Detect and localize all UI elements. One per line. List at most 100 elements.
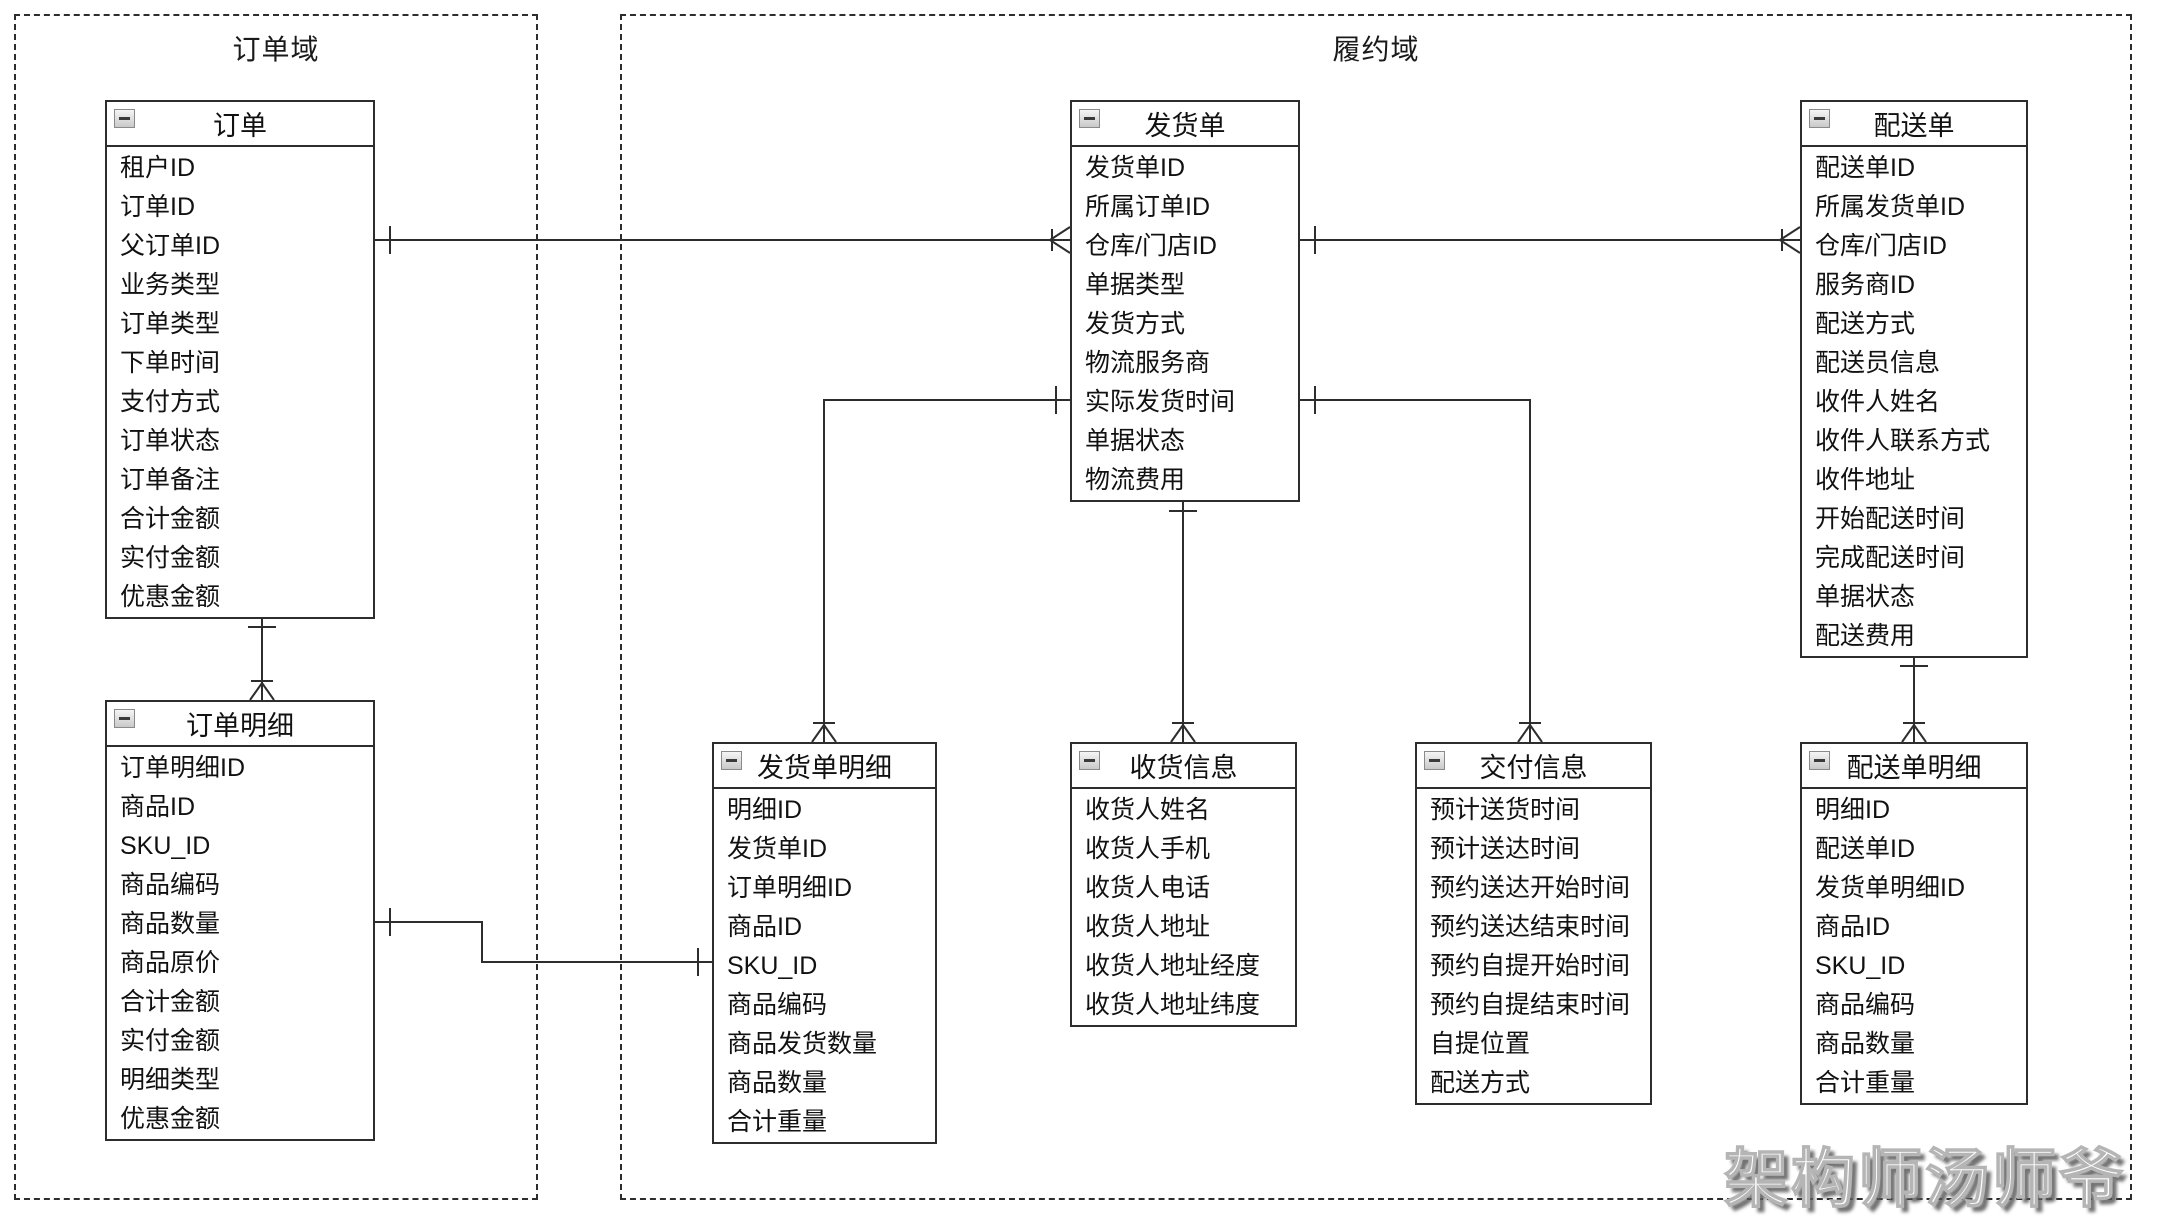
entity-field: 单据状态 bbox=[1085, 427, 1186, 455]
entity-title: 交付信息 bbox=[1479, 753, 1588, 783]
entity-field: 合计重量 bbox=[727, 1108, 828, 1136]
entity-field: 实付金额 bbox=[120, 1027, 221, 1055]
entity-field: 商品编码 bbox=[727, 991, 828, 1019]
entity-field: 配送方式 bbox=[1430, 1069, 1531, 1097]
entity-header: 收货信息 bbox=[1072, 744, 1295, 789]
entity-field: 商品数量 bbox=[727, 1069, 828, 1097]
entity-field: 收件地址 bbox=[1815, 466, 1916, 494]
entity-header: 发货单明细 bbox=[714, 744, 935, 789]
entity-field: 实付金额 bbox=[120, 544, 221, 572]
entity-header: 订单明细 bbox=[107, 702, 373, 747]
domain-title-fulfillment: 履约域 bbox=[1332, 34, 1420, 65]
entity-field: 下单时间 bbox=[120, 349, 221, 377]
entity-field: 完成配送时间 bbox=[1815, 544, 1966, 572]
collapse-icon[interactable] bbox=[1809, 751, 1830, 770]
entity-field: 单据状态 bbox=[1815, 583, 1916, 611]
entity-field: 合计重量 bbox=[1815, 1069, 1916, 1097]
entity-field: 仓库/门店ID bbox=[1815, 232, 1947, 260]
entity-field: 配送单ID bbox=[1815, 835, 1916, 863]
entity-title: 订单明细 bbox=[186, 711, 294, 741]
entity-field: 商品编码 bbox=[1815, 991, 1916, 1019]
entity-field: 合计金额 bbox=[120, 505, 221, 533]
entity-field: 配送员信息 bbox=[1815, 349, 1941, 377]
entity-field: 发货单ID bbox=[1085, 154, 1186, 182]
entity-delivery-info[interactable]: 交付信息 预计送货时间预计送达时间预约送达开始时间预约送达结束时间预约自提开始时… bbox=[1415, 742, 1652, 1105]
entity-receiving-info[interactable]: 收货信息 收货人姓名收货人手机收货人电话收货人地址收货人地址经度收货人地址纬度 bbox=[1070, 742, 1297, 1027]
entity-field: 预约自提结束时间 bbox=[1430, 991, 1631, 1019]
entity-field: 仓库/门店ID bbox=[1085, 232, 1217, 260]
entity-header: 订单 bbox=[107, 102, 373, 147]
collapse-icon[interactable] bbox=[1079, 109, 1100, 128]
entity-header: 配送单明细 bbox=[1802, 744, 2026, 789]
entity-field: 收货人地址 bbox=[1085, 913, 1211, 941]
entity-field: 发货方式 bbox=[1085, 310, 1186, 338]
entity-field: 发货单明细ID bbox=[1815, 874, 1966, 902]
entity-field: 物流费用 bbox=[1085, 466, 1186, 494]
entity-field: 订单状态 bbox=[120, 427, 221, 455]
collapse-icon[interactable] bbox=[1809, 109, 1830, 128]
entity-title: 发货单 bbox=[1144, 111, 1226, 141]
entity-field: 合计金额 bbox=[120, 988, 221, 1016]
entity-title: 配送单 bbox=[1873, 111, 1955, 141]
entity-title: 配送单明细 bbox=[1846, 753, 1982, 783]
entity-title: 收货信息 bbox=[1129, 753, 1238, 783]
entity-title: 订单 bbox=[213, 111, 267, 141]
collapse-icon[interactable] bbox=[1424, 751, 1445, 770]
domain-fulfillment: 履约域 bbox=[620, 14, 2132, 1200]
entity-field: 收货人地址纬度 bbox=[1085, 991, 1261, 1019]
entity-field: 单据类型 bbox=[1085, 271, 1186, 299]
entity-header: 配送单 bbox=[1802, 102, 2026, 147]
entity-field: 商品编码 bbox=[120, 871, 221, 899]
entity-field: 支付方式 bbox=[120, 388, 221, 416]
entity-field: 订单明细ID bbox=[727, 874, 853, 902]
entity-field: 订单明细ID bbox=[120, 754, 246, 782]
entity-field: 商品ID bbox=[727, 913, 803, 941]
entity-title: 发货单明细 bbox=[757, 753, 892, 783]
entity-field: 优惠金额 bbox=[120, 1105, 221, 1133]
entity-field: 配送方式 bbox=[1815, 310, 1916, 338]
entity-field: 收件人联系方式 bbox=[1815, 427, 1991, 455]
entity-field: 预计送货时间 bbox=[1430, 796, 1581, 824]
entity-field: 配送费用 bbox=[1815, 622, 1916, 650]
entity-field: 收件人姓名 bbox=[1815, 388, 1941, 416]
entity-field: 收货人手机 bbox=[1085, 835, 1211, 863]
domain-title-order: 订单域 bbox=[232, 34, 320, 65]
entity-field: 发货单ID bbox=[727, 835, 828, 863]
entity-field: 预约送达结束时间 bbox=[1430, 913, 1631, 941]
entity-field-list: 预计送货时间预计送达时间预约送达开始时间预约送达结束时间预约自提开始时间预约自提… bbox=[1417, 789, 1650, 1103]
entity-field: 服务商ID bbox=[1815, 271, 1916, 299]
entity-field-list: 收货人姓名收货人手机收货人电话收货人地址收货人地址经度收货人地址纬度 bbox=[1072, 789, 1295, 1025]
entity-field: SKU_ID bbox=[120, 832, 211, 860]
entity-field: 订单备注 bbox=[120, 466, 221, 494]
entity-field: 预约自提开始时间 bbox=[1430, 952, 1631, 980]
watermark-text: 架构师汤师爷 bbox=[1723, 1142, 2126, 1216]
domain-order: 订单域 bbox=[14, 14, 538, 1200]
entity-field: 租户ID bbox=[120, 154, 196, 182]
entity-field: 收货人姓名 bbox=[1085, 796, 1211, 824]
entity-field: 商品原价 bbox=[120, 949, 221, 977]
collapse-icon[interactable] bbox=[114, 709, 135, 728]
entity-field: 物流服务商 bbox=[1085, 349, 1211, 377]
entity-field: 商品ID bbox=[1815, 913, 1891, 941]
entity-field: 商品数量 bbox=[1815, 1030, 1916, 1058]
entity-field: 自提位置 bbox=[1430, 1030, 1531, 1058]
entity-field: 父订单ID bbox=[120, 232, 221, 260]
collapse-icon[interactable] bbox=[114, 109, 135, 128]
collapse-icon[interactable] bbox=[721, 751, 742, 770]
entity-field: SKU_ID bbox=[727, 952, 818, 980]
entity-header: 交付信息 bbox=[1417, 744, 1650, 789]
collapse-icon[interactable] bbox=[1079, 751, 1100, 770]
entity-field: 明细ID bbox=[1815, 796, 1891, 824]
entity-field: 收货人地址经度 bbox=[1085, 952, 1261, 980]
